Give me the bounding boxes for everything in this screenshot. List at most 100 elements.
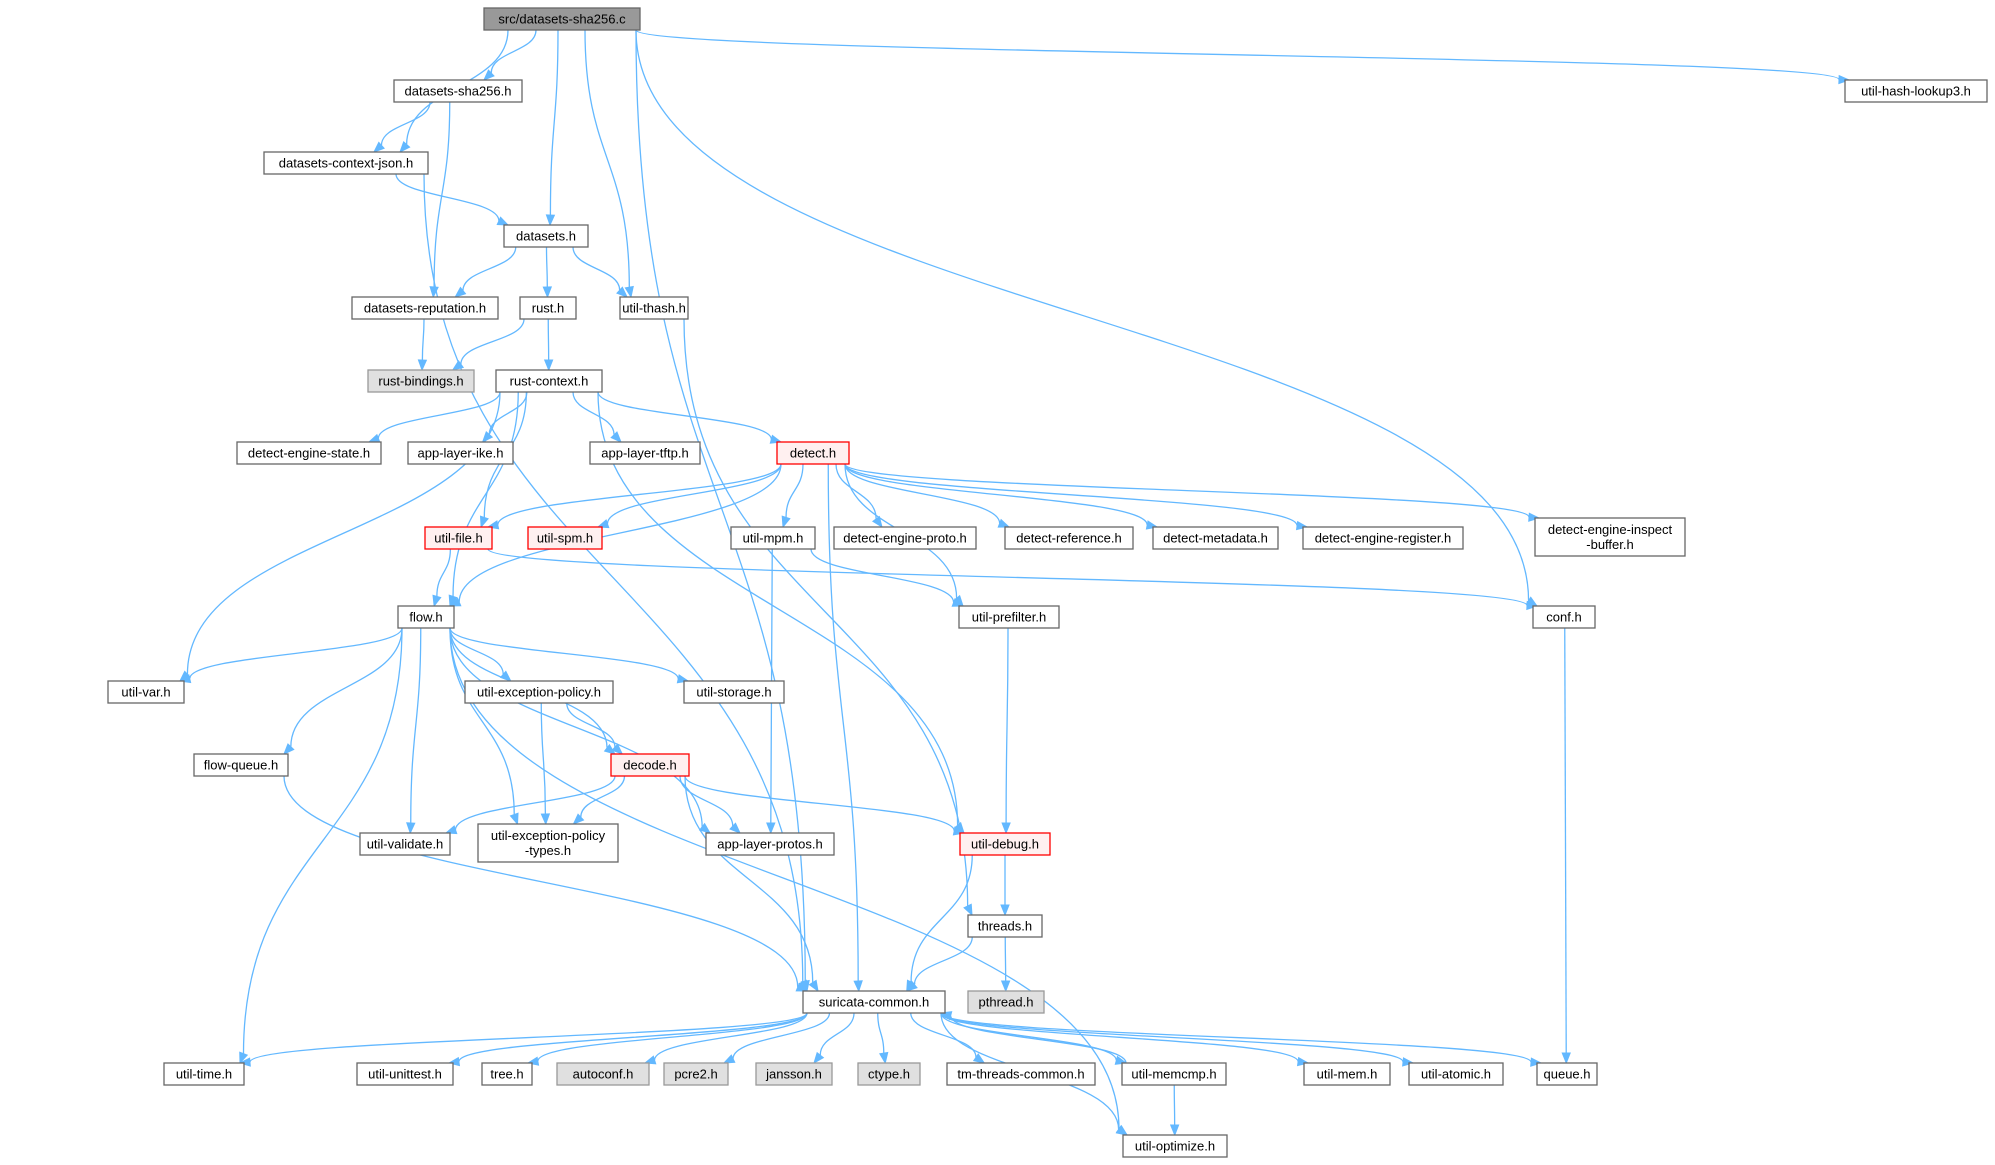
node-box — [424, 526, 493, 550]
node-udbg[interactable]: util-debug.h — [959, 832, 1051, 856]
node-box — [755, 1062, 833, 1086]
node-dmeta[interactable]: detect-metadata.h — [1152, 526, 1279, 550]
edge-udbg-to-thr — [1000, 854, 1010, 917]
node-des[interactable]: detect-engine-state.h — [236, 441, 382, 465]
node-decode[interactable]: decode.h — [610, 753, 690, 777]
edge-sc-to-autoconf — [643, 1012, 808, 1065]
node-label: -types.h — [525, 843, 571, 858]
edge-umemcmp-to-sc — [939, 1011, 1127, 1064]
node-box — [946, 1062, 1096, 1086]
node-uopt[interactable]: util-optimize.h — [1122, 1134, 1228, 1158]
node-ufile[interactable]: util-file.h — [424, 526, 493, 550]
node-der[interactable]: detect-engine-register.h — [1302, 526, 1464, 550]
node-label: detect-metadata.h — [1163, 531, 1268, 546]
edge-detect-to-umpm — [781, 463, 804, 529]
node-box — [1532, 605, 1596, 629]
node-label: util-file.h — [434, 531, 482, 546]
node-label: conf.h — [1546, 610, 1581, 625]
node-box — [730, 526, 816, 550]
node-detect[interactable]: detect.h — [776, 441, 850, 465]
node-box — [1536, 1062, 1598, 1086]
node-label: datasets-context-json.h — [279, 156, 413, 171]
node-fq[interactable]: flow-queue.h — [193, 753, 289, 777]
edge-rust-to-rctx — [543, 318, 554, 372]
node-pcre2: pcre2.h — [663, 1062, 729, 1086]
edge-uexc-to-decode — [566, 702, 624, 755]
node-dref[interactable]: detect-reference.h — [1004, 526, 1134, 550]
node-ustor[interactable]: util-storage.h — [683, 680, 785, 704]
edge-root-to-dsha — [483, 29, 537, 81]
node-box — [967, 990, 1045, 1014]
node-dsha[interactable]: datasets-sha256.h — [393, 79, 523, 103]
node-conf[interactable]: conf.h — [1532, 605, 1596, 629]
edge-dsha-to-dcj — [372, 101, 431, 153]
node-label: detect-reference.h — [1016, 531, 1122, 546]
node-uunit[interactable]: util-unittest.h — [356, 1062, 454, 1086]
edge-root-to-hashl — [635, 29, 1851, 85]
node-root[interactable]: src/datasets-sha256.c — [483, 7, 641, 31]
edge-thr-to-sc — [905, 936, 973, 992]
node-thr[interactable]: threads.h — [967, 914, 1043, 938]
node-label: detect-engine-register.h — [1315, 531, 1452, 546]
node-umemcmp[interactable]: util-memcmp.h — [1121, 1062, 1227, 1086]
node-tmthr[interactable]: tm-threads-common.h — [946, 1062, 1096, 1086]
node-uexc[interactable]: util-exception-policy.h — [464, 680, 614, 704]
edge-decode-to-uval — [444, 775, 616, 835]
node-label: util-atomic.h — [1421, 1067, 1491, 1082]
node-utime[interactable]: util-time.h — [163, 1062, 245, 1086]
node-queue[interactable]: queue.h — [1536, 1062, 1598, 1086]
node-label: util-exception-policy — [491, 828, 606, 843]
node-box — [1534, 517, 1686, 557]
node-dcj[interactable]: datasets-context-json.h — [263, 151, 429, 175]
node-label: datasets-sha256.h — [405, 84, 512, 99]
node-uspm[interactable]: util-spm.h — [527, 526, 603, 550]
node-box — [407, 441, 514, 465]
node-label: flow-queue.h — [204, 758, 278, 773]
node-umem[interactable]: util-mem.h — [1303, 1062, 1391, 1086]
node-box — [619, 296, 689, 320]
node-uexct[interactable]: util-exception-policy-types.h — [477, 823, 619, 863]
node-rctx[interactable]: rust-context.h — [495, 369, 603, 393]
node-label: util-mpm.h — [743, 531, 804, 546]
edge-rctx-to-des — [367, 391, 501, 443]
node-box — [464, 680, 614, 704]
node-rust[interactable]: rust.h — [519, 296, 577, 320]
edge-detect-to-dref — [844, 463, 1011, 528]
node-box — [663, 1062, 729, 1086]
edge-flow-to-utime — [239, 627, 403, 1065]
node-alp[interactable]: app-layer-protos.h — [705, 832, 835, 856]
node-box — [683, 680, 785, 704]
node-tftp[interactable]: app-layer-tftp.h — [589, 441, 701, 465]
node-tree[interactable]: tree.h — [481, 1062, 533, 1086]
node-umpm[interactable]: util-mpm.h — [730, 526, 816, 550]
node-dep[interactable]: detect-engine-proto.h — [833, 526, 977, 550]
node-thash[interactable]: util-thash.h — [619, 296, 689, 320]
node-box — [776, 441, 850, 465]
node-box — [1122, 1134, 1228, 1158]
edge-sc-to-uatom — [940, 1012, 1415, 1067]
node-jansson: jansson.h — [755, 1062, 833, 1086]
node-ike[interactable]: app-layer-ike.h — [407, 441, 514, 465]
node-upref[interactable]: util-prefilter.h — [958, 605, 1060, 629]
node-deib[interactable]: detect-engine-inspect-buffer.h — [1534, 517, 1686, 557]
node-ds[interactable]: datasets.h — [503, 224, 589, 248]
node-uval[interactable]: util-validate.h — [359, 832, 451, 856]
node-drep[interactable]: datasets-reputation.h — [351, 296, 499, 320]
node-uatom[interactable]: util-atomic.h — [1408, 1062, 1504, 1086]
node-label: pthread.h — [979, 995, 1034, 1010]
edge-detect-to-uspm — [596, 463, 782, 529]
node-flow[interactable]: flow.h — [397, 605, 455, 629]
node-box — [351, 296, 499, 320]
edge-flow-to-uexct — [449, 627, 519, 826]
node-label: detect-engine-state.h — [248, 446, 370, 461]
edge-sc-to-ctype — [877, 1012, 889, 1065]
node-sc[interactable]: suricata-common.h — [802, 990, 946, 1014]
node-label: app-layer-protos.h — [717, 837, 823, 852]
node-uvar[interactable]: util-var.h — [107, 680, 185, 704]
edge-ds-to-rust — [542, 246, 553, 299]
edge-conf-to-queue — [1561, 627, 1571, 1065]
edge-dcj-to-sc — [423, 173, 808, 993]
node-label: util-storage.h — [696, 685, 771, 700]
node-box — [610, 753, 690, 777]
node-hashl[interactable]: util-hash-lookup3.h — [1844, 79, 1988, 103]
